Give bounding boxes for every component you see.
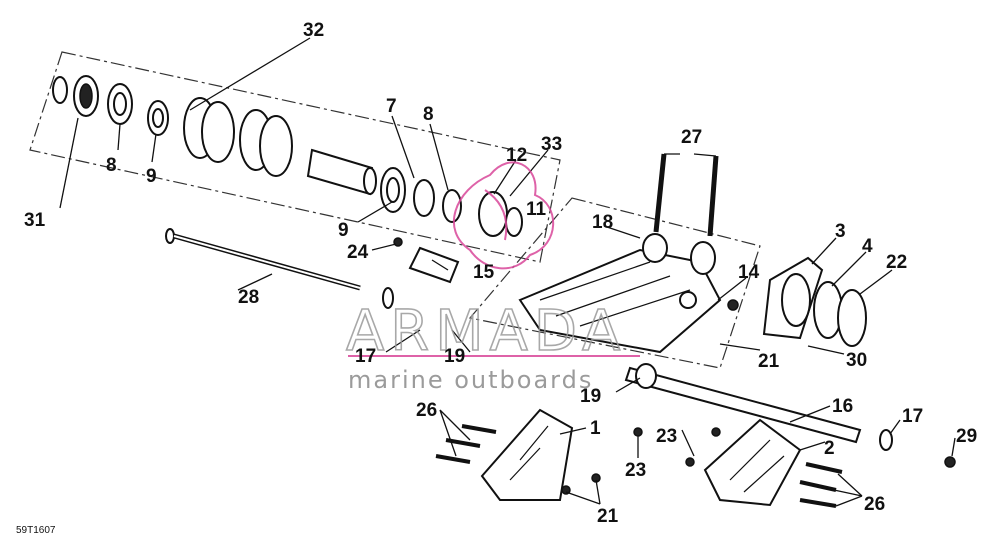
callout-23: 23: [656, 426, 677, 447]
clamp-bracket-1: [480, 408, 574, 501]
callout-27: 27: [681, 127, 702, 148]
callout-31: 31: [24, 210, 46, 231]
callout-17-right: 17: [902, 406, 923, 427]
tilt-tube-16: [624, 363, 956, 468]
callout-8-left: 8: [106, 155, 117, 176]
watermark-logo: [452, 161, 555, 270]
upper-shaft-parts: [52, 75, 523, 284]
callout-labels: 32 7 8 12 33 27 8 9 31 9 11 18 24 15 3 4…: [24, 20, 977, 527]
callout-19-lower: 19: [580, 386, 601, 407]
plate-3-and-seals: [762, 256, 867, 347]
callout-29: 29: [956, 426, 977, 447]
callout-30: 30: [846, 350, 867, 371]
callout-22: 22: [886, 252, 907, 273]
callout-21-lower: 21: [597, 506, 619, 527]
callout-11: 11: [526, 199, 547, 220]
callout-17: 17: [355, 346, 376, 367]
bolts-27: [653, 153, 719, 237]
callout-33: 33: [541, 134, 562, 155]
leader-lines: [59, 37, 956, 507]
upper-assembly-outline: [29, 51, 561, 263]
callout-8: 8: [423, 104, 434, 125]
swivel-bracket-18: [518, 233, 739, 354]
callout-3: 3: [835, 221, 846, 242]
watermark: ARMADA marine outboards: [345, 161, 640, 394]
through-bolt-28: [165, 228, 394, 309]
swivel-assembly-outline: [468, 197, 761, 369]
callout-12: 12: [506, 145, 527, 166]
callout-2: 2: [824, 438, 835, 459]
callout-26-right: 26: [864, 494, 885, 515]
diagram-code: 59T1607: [16, 525, 56, 536]
watermark-brand: ARMADA: [346, 299, 626, 364]
callout-1: 1: [590, 418, 601, 439]
clamp-bracket-2: [703, 418, 802, 507]
callout-32: 32: [303, 20, 324, 41]
callout-21: 21: [758, 351, 780, 372]
callout-15: 15: [473, 262, 495, 283]
callout-28: 28: [238, 287, 259, 308]
callout-23-lower: 23: [625, 460, 646, 481]
callout-4: 4: [862, 236, 873, 257]
callout-9-left: 9: [146, 166, 157, 187]
callout-16: 16: [832, 396, 853, 417]
callout-14: 14: [738, 262, 760, 283]
callout-24: 24: [347, 242, 369, 263]
callout-19: 19: [444, 346, 465, 367]
callout-18: 18: [592, 212, 613, 233]
watermark-tagline: marine outboards: [348, 366, 593, 394]
bolts-26: [435, 424, 843, 508]
callout-9: 9: [338, 220, 349, 241]
callout-26: 26: [416, 400, 437, 421]
callout-7: 7: [386, 96, 397, 117]
